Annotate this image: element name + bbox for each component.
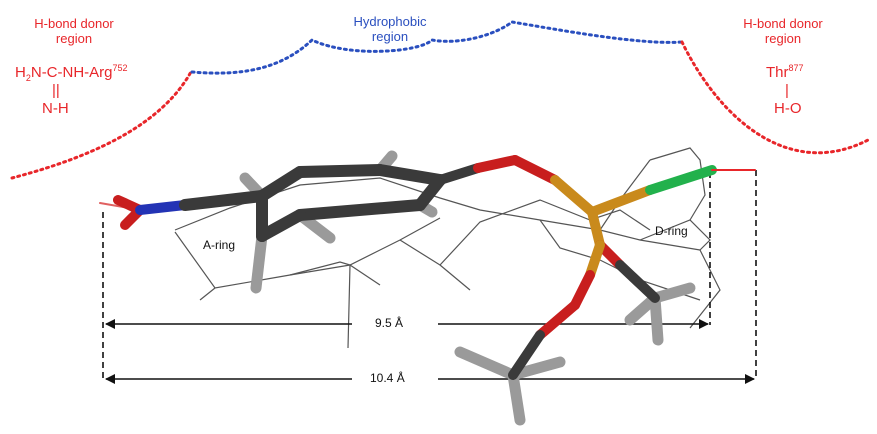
- center-region-title: Hydrophobic region: [340, 14, 440, 44]
- arg752-nh-label: N-H: [42, 100, 69, 117]
- thr877-ho-label: H-O: [774, 100, 802, 117]
- right-region-title-line2: region: [764, 31, 802, 46]
- center-region-title-line2: region: [371, 29, 409, 44]
- stick-model: [99, 150, 756, 426]
- thr877-residue-label: Thr877: [766, 63, 804, 82]
- hydrophobic-region-curve: [190, 20, 684, 75]
- a-ring-bonds: [179, 164, 446, 242]
- right-region-title: H-bond donor region: [727, 16, 839, 46]
- distance-label-long: 10.4 Å: [370, 371, 405, 385]
- left-hbond-region-curve: [10, 68, 194, 180]
- left-region-title-line2: region: [55, 31, 93, 46]
- arg752-residue-label: H2N-C-NH-Arg752: [15, 63, 128, 83]
- thr877-single-bond: |: [785, 82, 789, 99]
- d-ring-label: D-ring: [655, 224, 688, 238]
- distance-label-short: 9.5 Å: [375, 316, 404, 330]
- arg752-double-bond: ||: [52, 82, 60, 99]
- left-region-title: H-bond donor region: [18, 16, 130, 46]
- left-region-title-line1: H-bond donor: [34, 16, 114, 31]
- right-hbond-region-curve: [680, 40, 870, 155]
- right-region-title-line1: H-bond donor: [743, 16, 823, 31]
- a-ring-label: A-ring: [203, 238, 236, 252]
- center-region-title-line1: Hydrophobic: [353, 14, 427, 29]
